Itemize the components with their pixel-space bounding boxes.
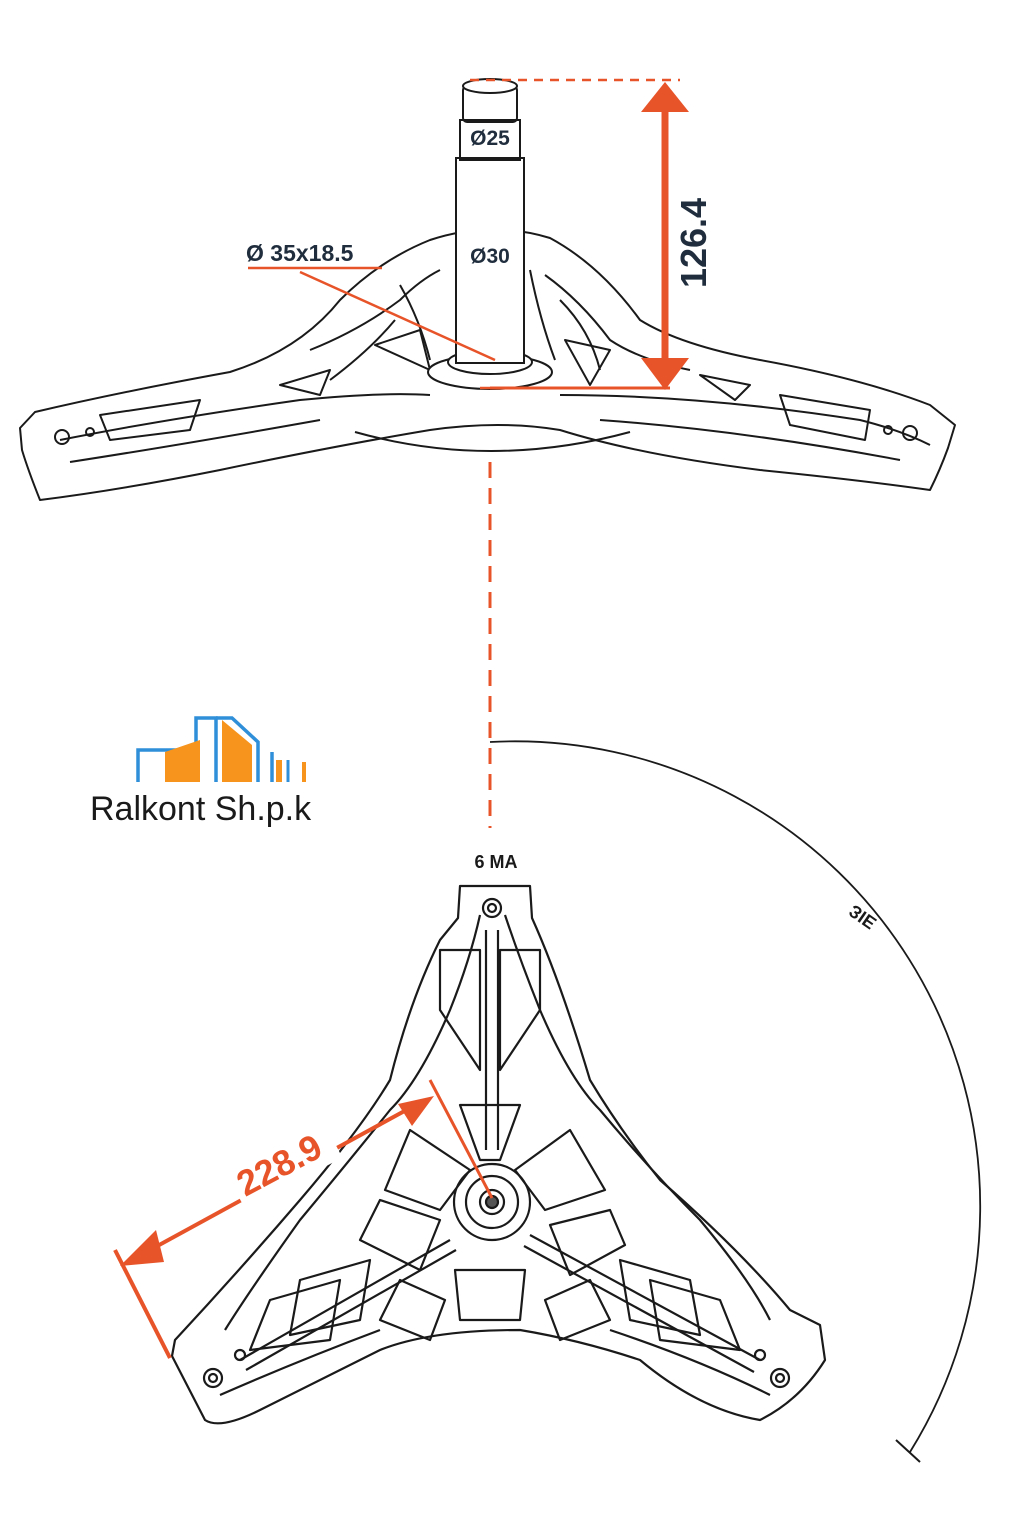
side-view-flange (19, 228, 956, 501)
shaft-tip-diameter-label: Ø25 (470, 127, 510, 150)
arc-end-tick (895, 1439, 921, 1463)
height-dimension-label: 126.4 (673, 198, 714, 288)
company-logo (136, 716, 306, 782)
arrow-up-icon (641, 82, 689, 112)
arrow-left-icon (120, 1230, 164, 1266)
height-dimension (470, 78, 689, 390)
shaft-diameter-label: Ø30 (470, 245, 510, 268)
radius-dimension-label: 228.9 (230, 1126, 329, 1204)
arrow-right-icon (398, 1096, 434, 1126)
rotation-arc (489, 740, 982, 1453)
company-name: Ralkont Sh.p.k (90, 790, 312, 828)
arc-mark: ƎƖƐ (845, 901, 880, 934)
bearing-leader (248, 266, 500, 390)
bearing-seat-label: Ø 35x18.5 (246, 240, 354, 266)
part-label: 6 MA (474, 852, 517, 872)
plan-view-flange (170, 884, 827, 1425)
shaft (427, 78, 553, 390)
arrow-down-icon (641, 358, 689, 390)
radius-label-bg (223, 1116, 343, 1210)
